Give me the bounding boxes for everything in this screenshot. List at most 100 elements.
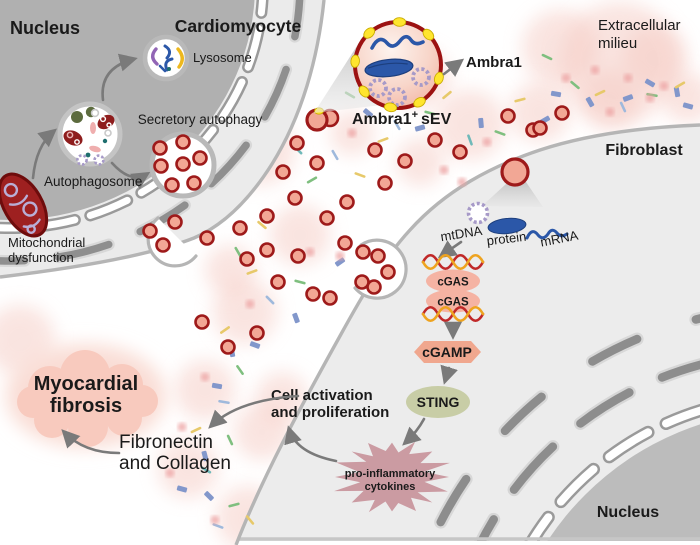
cytokines-label-1: pro-inflammatory xyxy=(345,468,436,480)
ambra1-sev-label-plus: + xyxy=(412,109,418,121)
fibronectin-label-1: Fibronectin xyxy=(119,432,213,453)
sev-vesicle-icon xyxy=(289,135,305,151)
mrna-label: mRNA xyxy=(539,228,580,250)
matrix-dash-icon xyxy=(236,365,244,375)
matrix-particle-icon xyxy=(682,102,694,110)
pink-dot-icon xyxy=(165,468,175,478)
matrix-particle-icon xyxy=(204,491,214,501)
cardiomyocyte-membrane xyxy=(0,0,326,279)
fibroblast-body xyxy=(236,125,700,545)
arrow-cgamp-to-sting xyxy=(440,364,458,385)
nucleus-bottom-label: Nucleus xyxy=(597,504,659,521)
cloud-bump xyxy=(17,386,49,418)
cgas-node-2 xyxy=(426,289,480,313)
mitochondrion-cristae xyxy=(3,182,41,234)
sev-vesicle-icon xyxy=(380,264,396,280)
arrow-autophagosome-to-lysosome xyxy=(101,53,138,102)
ambra1-sev-label-name: Ambra1 xyxy=(352,111,412,128)
matrix-dash-icon xyxy=(467,134,473,146)
autophagosome-organelle xyxy=(57,101,123,167)
matrix-dash-icon xyxy=(393,119,401,131)
fibroblast-membrane xyxy=(234,123,700,545)
sev-vesicle-icon xyxy=(452,144,468,160)
sev-vesicle-icon xyxy=(309,155,325,171)
matrix-particle-icon xyxy=(211,382,223,390)
arrow-autophagosome-to-vesicle xyxy=(110,161,151,190)
fibroblast-nucleus-group xyxy=(236,301,700,545)
sev-vesicle-icon xyxy=(152,140,168,156)
sev-vesicle-icon xyxy=(355,244,371,260)
mtdna-label: mtDNA xyxy=(439,223,483,244)
matrix-dash-icon xyxy=(234,246,242,258)
ambra1-membrane-dots xyxy=(350,17,444,113)
pink-dot-icon xyxy=(305,247,315,257)
magnifier-cone-small xyxy=(482,182,543,207)
pink-dot-icon xyxy=(659,81,669,91)
mitochondrial-dysfunction-label-2: dysfunction xyxy=(8,250,74,265)
ambra1-label: Ambra1 xyxy=(466,54,522,71)
matrix-dash-icon xyxy=(294,279,306,285)
pink-dot-icon xyxy=(177,422,187,432)
sev-vesicle-icon xyxy=(186,175,202,191)
sev-vesicle-icon xyxy=(337,235,353,251)
activation-label-2: and proliferation xyxy=(271,404,389,421)
nucleus-top-label: Nucleus xyxy=(10,18,80,38)
matrix-dash-icon xyxy=(218,399,230,405)
matrix-dash-icon xyxy=(212,523,224,529)
pink-dot-icon xyxy=(605,107,615,117)
cgas-label-1: cGAS xyxy=(437,277,469,289)
matrix-particle-icon xyxy=(249,341,261,349)
pink-dot-icon xyxy=(590,65,600,75)
extracellular-label-2: milieu xyxy=(598,35,637,52)
cardiomyocyte-nucleus-group xyxy=(0,0,324,277)
sev-vesicle-icon xyxy=(427,132,443,148)
pink-dots xyxy=(165,65,669,525)
sev-vesicle-icon xyxy=(249,325,265,341)
protein-fold-line xyxy=(367,62,408,69)
matrix-dash-icon xyxy=(228,502,240,508)
matrix-particle-icon xyxy=(292,312,300,324)
cytokines-label-2: cytokines xyxy=(365,481,416,493)
sev-vesicle-icon xyxy=(164,177,180,193)
pink-blush xyxy=(510,82,570,142)
matrix-dash-icon xyxy=(306,176,318,184)
sev-vesicle-icon xyxy=(367,142,383,158)
matrix-dash-icon xyxy=(594,89,606,97)
matrix-particle-icon xyxy=(644,78,656,88)
matrix-dash-icon xyxy=(200,466,212,474)
sev-vesicle-icon xyxy=(155,237,171,253)
sev-vesicle-icon xyxy=(239,251,255,267)
pink-dot-icon xyxy=(439,165,449,175)
pink-dot-icon xyxy=(200,372,210,382)
arrow-sting-to-cytokines xyxy=(402,417,426,446)
fibronectin-label-2: and Collagen xyxy=(119,453,231,474)
er-arc xyxy=(0,0,304,265)
fibroblast-label: Fibroblast xyxy=(605,142,683,159)
sev-vesicle-icon xyxy=(377,175,393,191)
ambra1-dot-icon xyxy=(413,96,426,108)
cardiomyocyte-cell: Nucleus Cardiomyocyte Lysosome Secretory… xyxy=(0,0,326,279)
sev-vesicle-icon xyxy=(370,248,386,264)
matrix-dash-icon xyxy=(619,101,627,113)
arrow-mtdna-to-dna xyxy=(437,240,463,259)
sev-vesicle-icon xyxy=(194,314,210,330)
bottom-edge xyxy=(236,541,700,545)
mrna-squiggle-icon xyxy=(525,228,569,240)
cgas-node-1 xyxy=(426,269,480,293)
sev-vesicle-icon xyxy=(175,156,191,172)
mtdna-ring-icon xyxy=(387,87,407,107)
matrix-dash-icon xyxy=(245,515,255,525)
arrow-activation-to-fibronectin xyxy=(208,394,300,429)
arrow-to-ambra1-label xyxy=(442,58,465,77)
cgamp-label: cGAMP xyxy=(422,344,472,360)
sev-vesicle-icon xyxy=(305,286,321,302)
sting-node xyxy=(406,386,470,418)
pink-blush xyxy=(234,404,290,460)
sev-vesicle-icon xyxy=(220,339,236,355)
pink-dot-icon xyxy=(561,73,571,83)
nucleus-top xyxy=(0,0,255,220)
ambra1-dot-icon xyxy=(433,71,444,85)
mrna-squiggle-icon xyxy=(370,34,425,50)
pink-blush xyxy=(396,138,444,186)
